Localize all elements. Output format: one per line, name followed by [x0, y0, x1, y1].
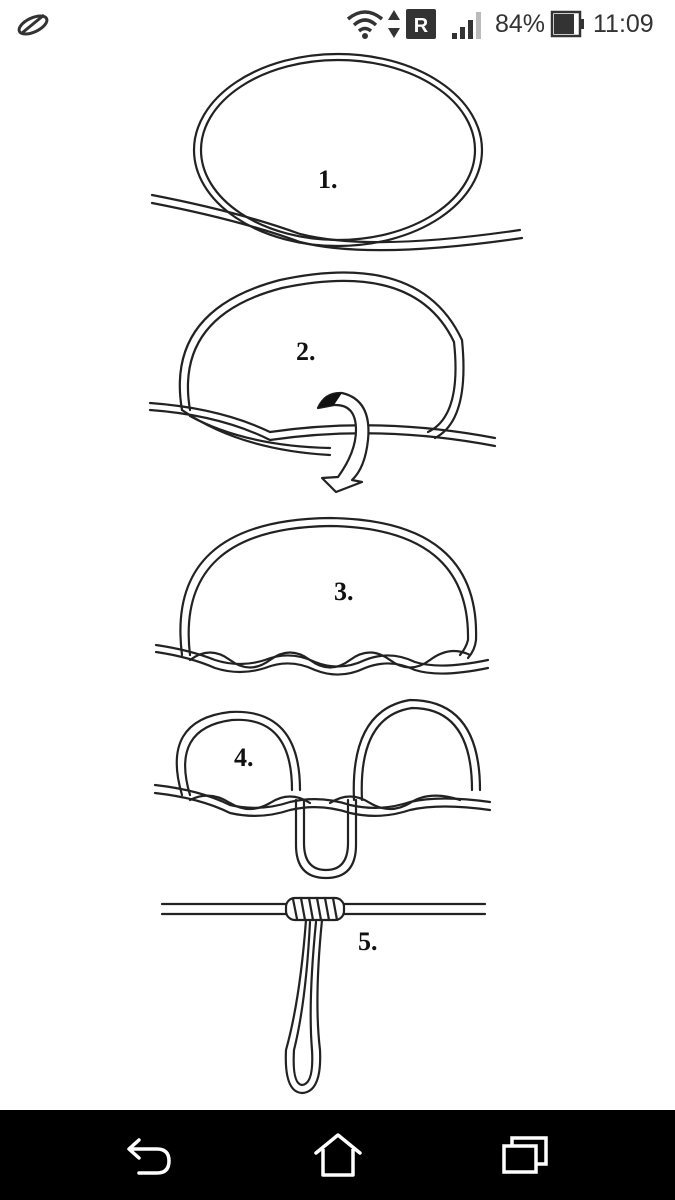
recent-apps-button[interactable]: [465, 1110, 585, 1200]
home-button[interactable]: [278, 1110, 398, 1200]
roaming-letter: R: [414, 15, 429, 37]
step-5-label: 5.: [358, 927, 378, 956]
recent-apps-icon: [502, 1136, 548, 1174]
app-notification-icon: [14, 0, 52, 48]
step-3-illustration: [154, 516, 490, 676]
twist-arrow-icon: [316, 391, 370, 494]
step-3-label: 3.: [334, 577, 354, 606]
signal-icon: [452, 0, 486, 48]
back-button[interactable]: [90, 1110, 210, 1200]
step-4-label: 4.: [234, 743, 254, 772]
navigation-bar: [0, 1110, 675, 1200]
battery-percent: 84%: [495, 9, 546, 38]
step-4-illustration: [153, 698, 492, 880]
roaming-icon: R: [406, 0, 436, 48]
wifi-icon: [345, 0, 385, 48]
data-arrows-icon: [386, 0, 402, 48]
home-icon: [314, 1133, 362, 1177]
step-1-illustration: [150, 52, 524, 252]
clock: 11:09: [593, 9, 654, 38]
battery-icon: [550, 0, 586, 48]
status-bar: R 84% 11:09: [0, 0, 675, 48]
step-1-label: 1.: [318, 165, 338, 194]
step-2-illustration: [148, 271, 497, 457]
back-icon: [127, 1138, 171, 1175]
step-5-illustration: [160, 896, 487, 1095]
knot-diagram: 1. 2. 3. 4. 5.: [0, 48, 675, 1110]
step-2-label: 2.: [296, 337, 316, 366]
